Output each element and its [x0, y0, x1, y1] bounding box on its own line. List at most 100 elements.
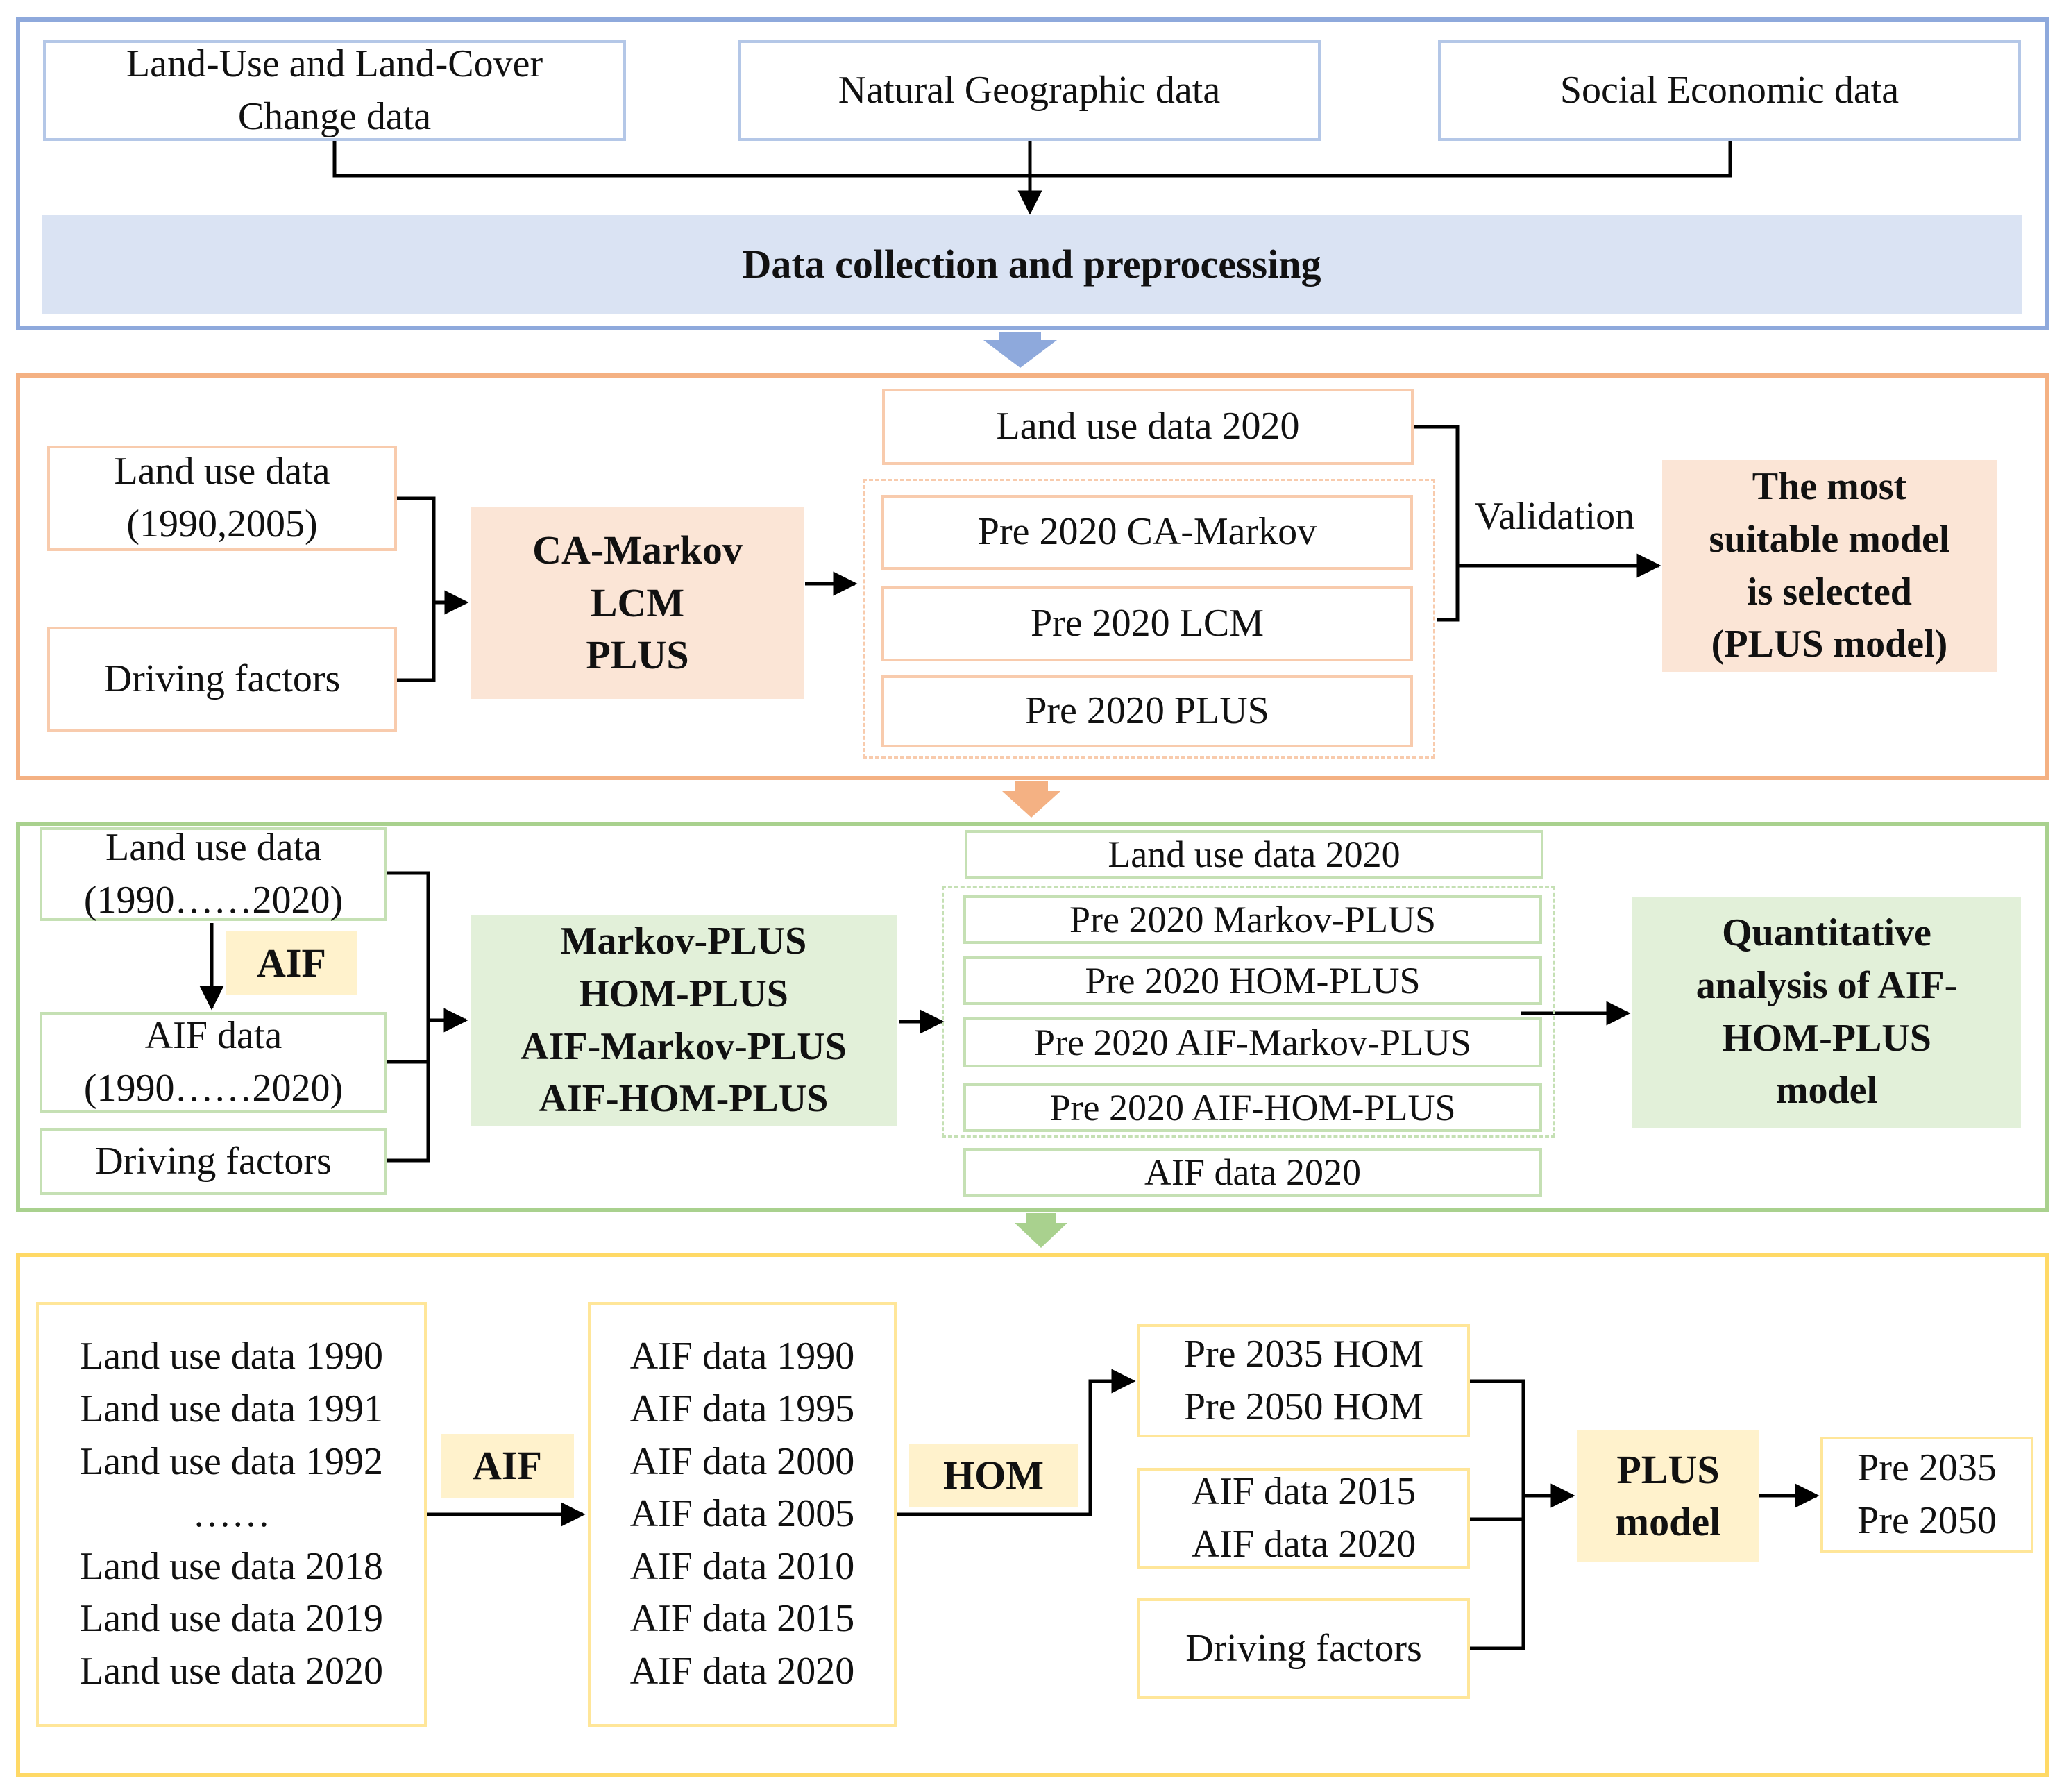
- lulcc-line-1: Land-Use and Land-Cover: [126, 42, 543, 85]
- landuse-ellipsis: ……: [192, 1492, 271, 1536]
- variant-aif-markov-plus: AIF-Markov-PLUS: [521, 1024, 847, 1068]
- analysis-line-4: model: [1775, 1069, 1878, 1113]
- box-aif-recent: AIF data 2015 AIF data 2020: [1137, 1468, 1470, 1569]
- box-natural-geographic: Natural Geographic data: [738, 40, 1321, 141]
- validation-label: Validation: [1475, 495, 1635, 538]
- box-driving-factors-2: Driving factors: [47, 627, 397, 732]
- tag-aif-3: AIF: [226, 931, 357, 995]
- aif-2020: AIF data 2020: [1191, 1522, 1416, 1566]
- landuse-line-1: Land use data: [114, 450, 330, 493]
- box-lulcc-data: Land-Use and Land-Cover Change data: [43, 40, 626, 141]
- aif-tag-label: AIF: [257, 940, 326, 986]
- analysis-line-2: analysis of AIF-: [1695, 963, 1958, 1007]
- box-landuse-1990-2005: Land use data (1990,2005): [47, 446, 397, 551]
- box-plus-model: PLUS model: [1577, 1430, 1759, 1562]
- box-predictions-output: Pre 2035 Pre 2050: [1820, 1437, 2033, 1553]
- tag-hom: HOM: [909, 1444, 1078, 1507]
- banner-data-collection: Data collection and preprocessing: [42, 215, 2022, 314]
- result-line-1: The most: [1752, 465, 1907, 509]
- pre-ca-markov-label: Pre 2020 CA-Markov: [977, 510, 1317, 554]
- aif-line-2: (1990……2020): [83, 1066, 344, 1110]
- variant-markov-plus: Markov-PLUS: [560, 920, 807, 963]
- box-driving-factors-3: Driving factors: [40, 1128, 387, 1195]
- hom-tag-label: HOM: [943, 1453, 1044, 1498]
- section-aif-analysis: [16, 822, 2049, 1212]
- group-predictions-2: [863, 479, 1435, 759]
- box-pre-aif-markov-plus: Pre 2020 AIF-Markov-PLUS: [963, 1017, 1542, 1067]
- lulcc-line-2: Change data: [237, 94, 432, 138]
- down-arrow-3: [1015, 1213, 1067, 1248]
- driving-factors-label: Driving factors: [1185, 1626, 1422, 1670]
- landuse-line-2: (1990,2005): [126, 502, 318, 546]
- box-landuse-1990-2020: Land use data (1990……2020): [40, 826, 387, 922]
- box-model-selected: The most suitable model is selected (PLU…: [1662, 460, 1997, 672]
- analysis-line-3: HOM-PLUS: [1722, 1016, 1931, 1060]
- pre-plus-label: Pre 2020 PLUS: [1025, 689, 1269, 733]
- pre-hom-2050: Pre 2050 HOM: [1183, 1385, 1424, 1428]
- aif-item: AIF data 2005: [629, 1492, 855, 1536]
- landuse-item: Land use data 1990: [80, 1335, 383, 1378]
- pre-hom-plus-label: Pre 2020 HOM-PLUS: [1085, 959, 1421, 1001]
- landuse-item: Land use data 1991: [80, 1387, 383, 1431]
- model-plus: PLUS: [586, 632, 689, 678]
- pre-hom-2035: Pre 2035 HOM: [1183, 1332, 1424, 1376]
- plus-line-2: model: [1615, 1499, 1721, 1544]
- model-ca-markov: CA-Markov: [532, 527, 743, 573]
- arrow-lines: [199, 141, 1820, 1650]
- aif-2020-label: AIF data 2020: [1144, 1151, 1361, 1193]
- section-model-comparison: [16, 373, 2049, 780]
- landuse-item: Land use data 2018: [80, 1544, 383, 1588]
- section-prediction: [16, 1253, 2049, 1777]
- landuse-2020-label: Land use data 2020: [996, 405, 1300, 448]
- pre-aif-markov-plus-label: Pre 2020 AIF-Markov-PLUS: [1034, 1021, 1471, 1063]
- landuse-item: Land use data 2020: [80, 1649, 383, 1693]
- aif-2015: AIF data 2015: [1191, 1469, 1416, 1513]
- analysis-line-1: Quantitative: [1722, 911, 1931, 955]
- landuse-line-1: Land use data: [105, 825, 321, 869]
- box-landuse-2020-3: Land use data 2020: [965, 830, 1543, 879]
- result-line-3: is selected: [1747, 570, 1912, 614]
- variant-aif-hom-plus: AIF-HOM-PLUS: [539, 1077, 829, 1121]
- aif-item: AIF data 2010: [629, 1544, 855, 1588]
- box-pre-hom-plus: Pre 2020 HOM-PLUS: [963, 956, 1542, 1005]
- box-pre-markov-plus: Pre 2020 Markov-PLUS: [963, 895, 1542, 944]
- driving-factors-label: Driving factors: [103, 657, 341, 701]
- model-lcm: LCM: [590, 580, 685, 625]
- group-predictions-3: [942, 886, 1555, 1138]
- aif-item: AIF data 2015: [629, 1597, 855, 1641]
- box-aif-series: AIF data 1990 AIF data 1995 AIF data 200…: [588, 1302, 897, 1727]
- aif-item: AIF data 1990: [629, 1335, 855, 1378]
- box-social-economic: Social Economic data: [1438, 40, 2021, 141]
- landuse-line-2: (1990……2020): [83, 878, 344, 922]
- box-landuse-series: Land use data 1990 Land use data 1991 La…: [36, 1302, 427, 1727]
- result-line-2: suitable model: [1709, 517, 1950, 561]
- box-pre-hom: Pre 2035 HOM Pre 2050 HOM: [1137, 1324, 1470, 1437]
- pre-aif-hom-plus-label: Pre 2020 AIF-HOM-PLUS: [1049, 1086, 1456, 1129]
- aif-item: AIF data 2000: [629, 1439, 855, 1483]
- box-landuse-2020: Land use data 2020: [882, 389, 1414, 465]
- down-arrow-2: [1002, 781, 1060, 818]
- variant-hom-plus: HOM-PLUS: [579, 972, 788, 1015]
- landuse-item: Land use data 1992: [80, 1439, 383, 1483]
- box-aif-data-range: AIF data (1990……2020): [40, 1012, 387, 1113]
- output-2050: Pre 2050: [1857, 1499, 1997, 1542]
- landuse-item: Land use data 2019: [80, 1597, 383, 1641]
- aif-line-1: AIF data: [144, 1013, 282, 1057]
- tag-aif-4: AIF: [441, 1434, 574, 1498]
- down-arrow-1: [983, 332, 1057, 368]
- box-pre-ca-markov: Pre 2020 CA-Markov: [881, 495, 1413, 570]
- section-data-collection: [16, 17, 2049, 330]
- box-candidate-models: CA-Markov LCM PLUS: [471, 507, 804, 699]
- aif-tag-label: AIF: [473, 1443, 542, 1489]
- result-line-4: (PLUS model): [1711, 623, 1948, 666]
- box-pre-plus: Pre 2020 PLUS: [881, 675, 1413, 747]
- box-plus-variants: Markov-PLUS HOM-PLUS AIF-Markov-PLUS AIF…: [471, 915, 897, 1126]
- aif-item: AIF data 2020: [629, 1649, 855, 1693]
- natural-geographic-label: Natural Geographic data: [838, 68, 1221, 112]
- box-aif-2020: AIF data 2020: [963, 1148, 1542, 1197]
- landuse-2020-label: Land use data 2020: [1108, 833, 1401, 875]
- banner-label: Data collection and preprocessing: [742, 242, 1321, 287]
- driving-factors-label: Driving factors: [95, 1139, 332, 1183]
